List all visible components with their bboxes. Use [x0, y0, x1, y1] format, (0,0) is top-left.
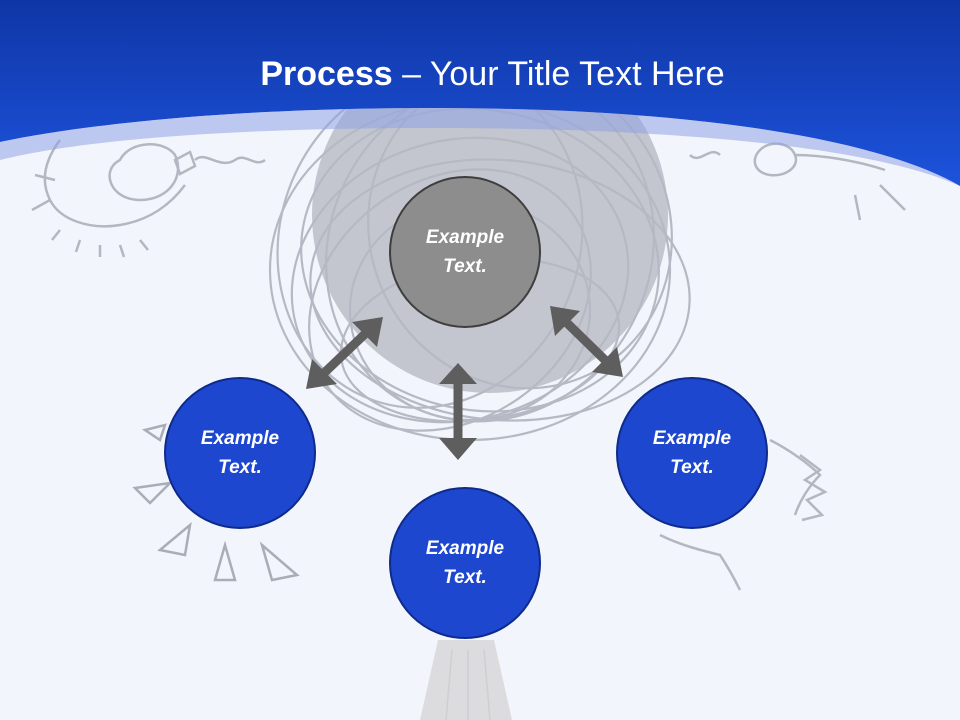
header-band [0, 0, 960, 186]
title-bold: Process [260, 55, 393, 93]
left-node-line2: Text. [218, 457, 262, 478]
right-node: Example Text. [616, 377, 768, 529]
bulb-doodle-left [31, 139, 266, 258]
left-node-line1: Example [200, 428, 280, 449]
arrow-center-bottom [439, 363, 477, 460]
header-highlight [0, 108, 960, 186]
left-node: Example Text. [164, 377, 316, 529]
bottom-node: Example Text. [389, 487, 541, 639]
title-rest: – Your Title Text Here [392, 55, 725, 93]
arrow-center-left [306, 317, 383, 389]
right-node-line2: Text. [670, 457, 714, 478]
pencil-tip [420, 640, 512, 720]
bottom-node-line1: Example [425, 538, 505, 559]
right-node-line1: Example [652, 428, 732, 449]
shard-doodle-left [132, 423, 300, 582]
center-node-line1: Example [425, 227, 505, 248]
slide-title: Process – Your Title Text Here [0, 52, 960, 96]
arrow-center-right [550, 306, 623, 377]
center-node: Example Text. [389, 176, 541, 328]
center-node-line2: Text. [443, 256, 487, 277]
bottom-node-line2: Text. [443, 567, 487, 588]
